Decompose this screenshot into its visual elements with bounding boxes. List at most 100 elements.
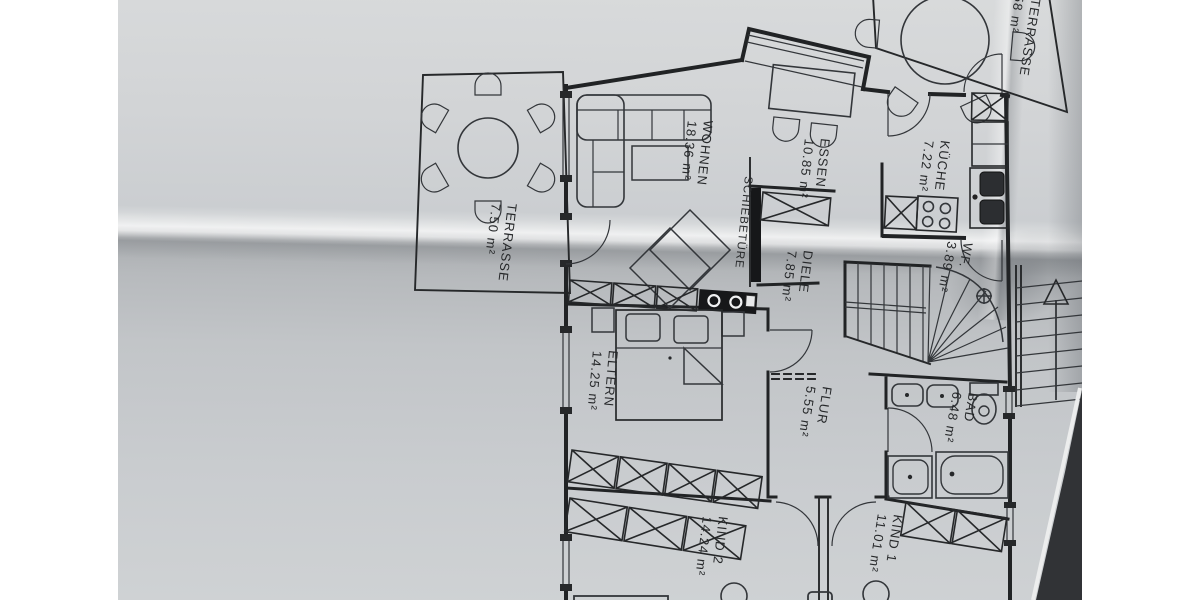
door-arc <box>565 219 611 265</box>
window-sill <box>1004 540 1016 546</box>
door-arc <box>887 93 931 137</box>
round-table-icon <box>420 72 556 224</box>
room-name: WOHNEN <box>694 120 716 187</box>
chair-icon <box>862 580 890 600</box>
sink-basin <box>979 171 1005 197</box>
room-area: 14.24 m² <box>693 516 715 577</box>
room-name: FLUR <box>814 386 835 426</box>
wardrobe-row <box>566 449 764 510</box>
window-sill <box>1003 386 1015 392</box>
window-sill <box>1004 502 1016 508</box>
door-arc <box>960 239 1003 282</box>
sink-icon <box>926 384 959 408</box>
room-area: 18.36 m² <box>679 120 700 181</box>
tv-sideboard-icon <box>698 289 758 315</box>
faucet <box>972 194 978 200</box>
kitchen-sink-icon <box>969 167 1009 229</box>
rug-icon <box>628 208 732 310</box>
window-sill <box>560 326 572 333</box>
window-sill <box>560 584 572 591</box>
chair-icon <box>720 582 748 600</box>
window-sill <box>560 534 572 541</box>
room-area: 10.85 m² <box>796 138 817 199</box>
pillow <box>625 313 661 342</box>
floorplan-photo: TERRASSE 7.50 m² TERRASSE 6.58 m² <box>118 0 1082 600</box>
wardrobe-row <box>563 497 747 561</box>
room-label-terrasse-links: TERRASSE 7.50 m² <box>483 203 520 283</box>
toilet-icon <box>969 382 999 425</box>
table-surface-corner <box>1036 390 1082 600</box>
room-name: DIELE <box>796 250 816 295</box>
exterior-stairs-icon <box>1015 265 1082 407</box>
opening-dashed-line <box>771 373 821 380</box>
wardrobe-row <box>899 501 1008 553</box>
paper-edge-highlight <box>1031 387 1082 600</box>
room-label-essen: ESSEN 10.85 m² <box>796 138 833 200</box>
sliding-door-panel <box>751 188 761 282</box>
room-label-kueche: KÜCHE 7.22 m² <box>916 140 953 193</box>
stairs-icon <box>843 263 1009 366</box>
window-sill <box>560 407 572 414</box>
room-area: 6.48 m² <box>941 391 965 445</box>
room-area: 11.01 m² <box>866 513 890 574</box>
chair-icon <box>809 122 838 148</box>
room-name: WF. <box>956 241 976 269</box>
room-label-terrasse-oben: TERRASSE 6.58 m² <box>1006 0 1044 78</box>
room-name: BAD <box>961 391 981 423</box>
paper-edge-shadow <box>1048 0 1082 392</box>
room-name: ELTERN <box>601 350 621 408</box>
pillow <box>673 315 709 344</box>
sofa-icon <box>576 94 712 208</box>
window-sill <box>560 213 572 220</box>
stairs-up-arrow <box>1042 278 1070 305</box>
room-label-kind1: KIND 1 11.01 m² <box>866 513 906 574</box>
window-sill <box>560 91 572 98</box>
circle-cross-symbol <box>976 288 992 304</box>
window-sill <box>560 175 572 182</box>
doors <box>565 53 1003 547</box>
room-area: 5.55 m² <box>796 385 819 438</box>
exterior-walls <box>563 26 1013 600</box>
dining-table-icon <box>767 63 856 148</box>
room-label-diele: DIELE 7.85 m² <box>779 250 816 303</box>
door-arc <box>831 501 877 547</box>
bathroom-fixtures <box>887 382 1009 499</box>
door-arc <box>769 329 813 373</box>
room-area: 7.22 m² <box>916 140 937 193</box>
windows <box>560 34 1016 591</box>
room-label-bad: BAD 6.48 m² <box>941 391 981 445</box>
door-arc <box>963 53 1003 94</box>
blanket-fold <box>683 346 724 385</box>
chair-icon <box>772 116 801 142</box>
room-label-kind2: KIND 2 14.24 m² <box>693 516 731 578</box>
terrace-left: TERRASSE 7.50 m² <box>414 71 571 294</box>
shower-icon <box>887 455 933 499</box>
sink-basin <box>979 199 1005 225</box>
cabinet-icon <box>970 92 1009 122</box>
room-name: KIND 2 <box>710 516 731 566</box>
stove-icon <box>915 195 959 233</box>
kitchen-counters <box>883 92 1009 233</box>
room-area: 14.25 m² <box>585 350 605 411</box>
terrace-top: TERRASSE 6.58 m² <box>854 0 1069 124</box>
desk-icon <box>573 595 669 600</box>
sink-icon <box>891 383 924 407</box>
window-sill <box>1003 413 1015 419</box>
room-name: KIND 1 <box>883 514 905 564</box>
room-area: 7.85 m² <box>779 250 800 303</box>
floorplan-drawing: TERRASSE 7.50 m² TERRASSE 6.58 m² <box>414 0 1082 600</box>
room-label-wohnen: WOHNEN 18.36 m² <box>679 120 716 187</box>
room-label-flur: FLUR 5.55 m² <box>796 385 835 438</box>
room-label-eltern: ELTERN 14.25 m² <box>585 350 621 412</box>
furniture-partial <box>807 591 833 600</box>
room-label-wf: WF. 3.89 m² <box>935 240 976 294</box>
sideboard-icon <box>759 191 832 227</box>
bathtub-icon <box>935 451 1009 499</box>
cabinet-icon <box>883 195 919 231</box>
room-name: KÜCHE <box>932 140 953 192</box>
door-arc <box>887 407 933 453</box>
room-name: ESSEN <box>813 138 833 189</box>
coffee-table-icon <box>631 145 689 181</box>
room-area: 7.50 m² <box>483 203 504 256</box>
